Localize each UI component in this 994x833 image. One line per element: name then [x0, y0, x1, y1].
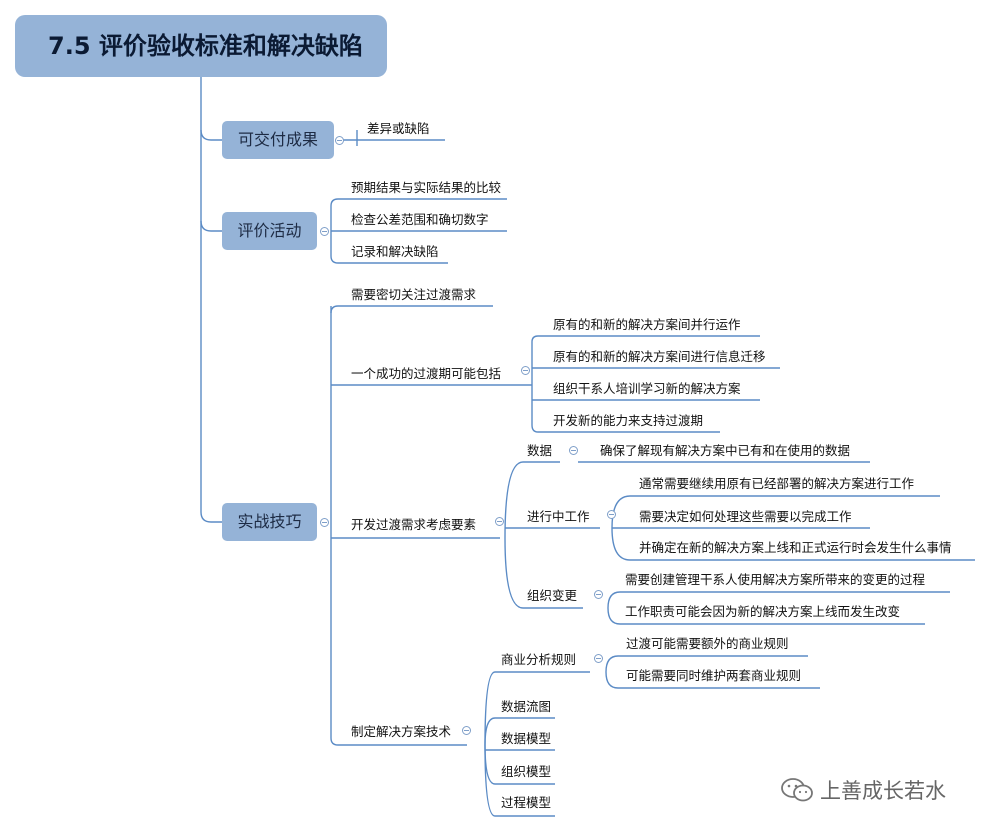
wechat-icon	[780, 777, 814, 803]
leaf-org-model[interactable]: 组织模型	[501, 764, 552, 779]
leaf-deviation[interactable]: 差异或缺陷	[367, 121, 430, 136]
leaf-two-rule-sets[interactable]: 可能需要同时维护两套商业规则	[626, 668, 802, 683]
node-transition-factors[interactable]: 开发过渡需求考虑要素	[351, 517, 477, 532]
leaf-job-roles[interactable]: 工作职责可能会因为新的解决方案上线而发生改变	[625, 604, 901, 619]
leaf-decide-handling[interactable]: 需要决定如何处理这些需要以完成工作	[639, 509, 852, 524]
topic-deliverables[interactable]: 可交付成果	[222, 121, 334, 159]
collapse-business-rules-icon[interactable]	[594, 654, 603, 663]
leaf-process-model[interactable]: 过程模型	[501, 795, 552, 810]
leaf-extra-rules[interactable]: 过渡可能需要额外的商业规则	[626, 636, 789, 651]
collapse-techniques-icon[interactable]	[462, 726, 471, 735]
collapse-practice-icon[interactable]	[320, 518, 329, 527]
leaf-info-migration[interactable]: 原有的和新的解决方案间进行信息迁移	[553, 349, 766, 364]
topic-evaluation[interactable]: 评价活动	[222, 212, 317, 250]
leaf-transition-focus[interactable]: 需要密切关注过渡需求	[351, 287, 477, 302]
node-transition-period[interactable]: 一个成功的过渡期可能包括	[351, 366, 502, 381]
leaf-parallel-run[interactable]: 原有的和新的解决方案间并行运作	[553, 317, 741, 332]
watermark: 上善成长若水	[780, 775, 946, 805]
root-topic[interactable]: 7.5 评价验收标准和解决缺陷	[15, 15, 387, 77]
watermark-text: 上善成长若水	[820, 779, 946, 803]
leaf-data-model[interactable]: 数据模型	[501, 731, 552, 746]
topic-practice[interactable]: 实战技巧	[222, 503, 317, 541]
node-org-change[interactable]: 组织变更	[527, 588, 578, 603]
collapse-deliverables-icon[interactable]	[335, 136, 344, 145]
leaf-compare-results[interactable]: 预期结果与实际结果的比较	[351, 180, 502, 195]
node-solution-techniques[interactable]: 制定解决方案技术	[351, 724, 452, 739]
node-data[interactable]: 数据	[527, 443, 553, 458]
leaf-record-defects[interactable]: 记录和解决缺陷	[351, 244, 439, 259]
leaf-new-capabilities[interactable]: 开发新的能力来支持过渡期	[553, 413, 704, 428]
collapse-ongoing-icon[interactable]	[607, 510, 616, 519]
node-business-rules[interactable]: 商业分析规则	[501, 652, 577, 667]
leaf-change-process[interactable]: 需要创建管理干系人使用解决方案所带来的变更的过程	[625, 572, 926, 587]
collapse-data-icon[interactable]	[569, 446, 578, 455]
collapse-org-icon[interactable]	[594, 590, 603, 599]
leaf-go-live[interactable]: 并确定在新的解决方案上线和正式运行时会发生什么事情	[639, 540, 952, 555]
leaf-stakeholder-training[interactable]: 组织干系人培训学习新的解决方案	[553, 381, 741, 396]
collapse-transition-icon[interactable]	[521, 366, 530, 375]
node-ongoing-work[interactable]: 进行中工作	[527, 509, 590, 524]
collapse-evaluation-icon[interactable]	[320, 227, 329, 236]
leaf-existing-data[interactable]: 确保了解现有解决方案中已有和在使用的数据	[600, 443, 851, 458]
leaf-data-flow[interactable]: 数据流图	[501, 699, 552, 714]
leaf-continue-old[interactable]: 通常需要继续用原有已经部署的解决方案进行工作	[639, 476, 915, 491]
collapse-factors-icon[interactable]	[495, 517, 504, 526]
leaf-check-tolerance[interactable]: 检查公差范围和确切数字	[351, 212, 489, 227]
